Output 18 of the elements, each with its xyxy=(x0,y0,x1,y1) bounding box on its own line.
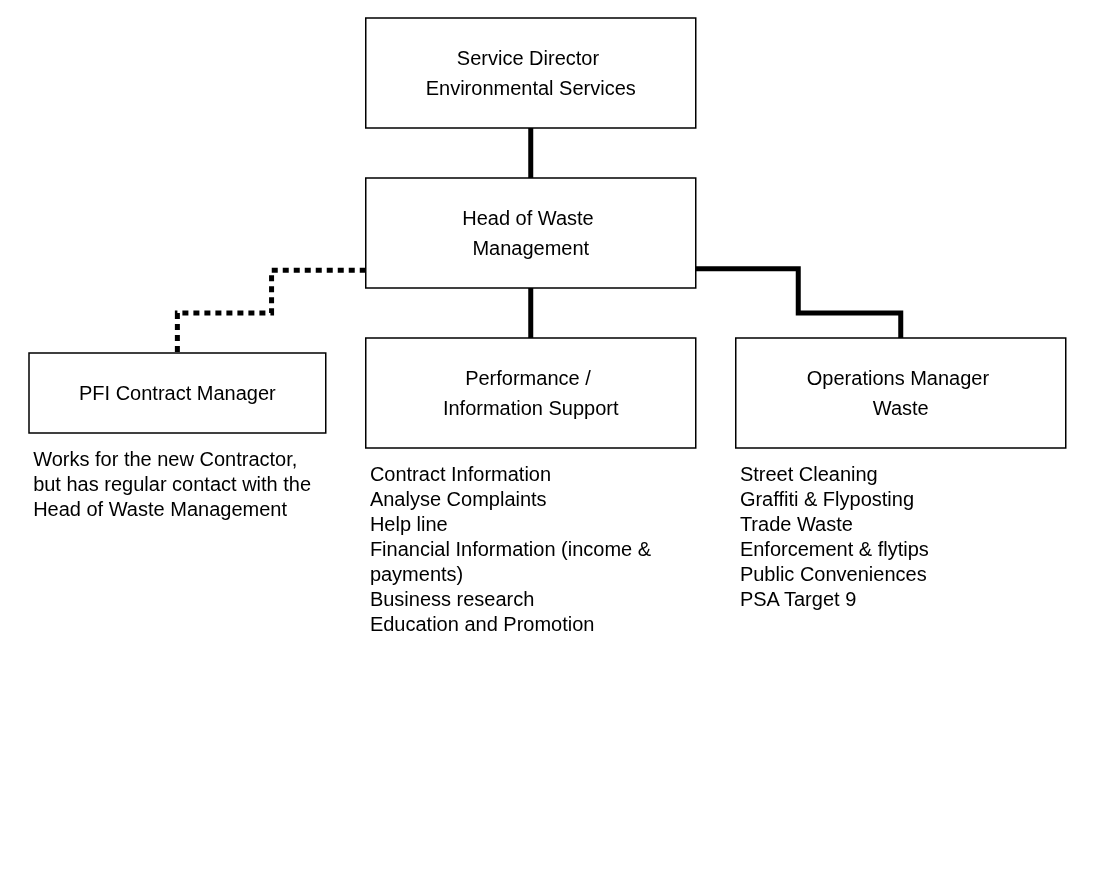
node-box: Head of Waste Management xyxy=(365,177,697,289)
note-text: Financial Information (income & payments) xyxy=(369,537,653,587)
node-box: Performance / Information Support xyxy=(365,337,697,449)
note-text: Enforcement & flytips xyxy=(739,537,930,562)
note-text: Graffiti & Flyposting xyxy=(739,487,915,512)
note-text: Education and Promotion xyxy=(369,612,596,637)
node-box: Operations Manager Waste xyxy=(735,337,1067,449)
node-box: Service Director Environmental Services xyxy=(365,17,697,129)
node-box: PFI Contract Manager xyxy=(28,352,327,434)
note-text: PSA Target 9 xyxy=(739,587,858,612)
note-text: Street Cleaning xyxy=(739,462,879,487)
note-text: Trade Waste xyxy=(739,512,854,537)
note-text: Works for the new Contractor, but has regular contact with the Head of Waste Management xyxy=(33,447,313,522)
note-text: Business research xyxy=(369,587,536,612)
note-text: Contract Information xyxy=(369,462,553,487)
note-text: Help line xyxy=(369,512,449,537)
note-text: Analyse Complaints xyxy=(369,487,548,512)
note-text: Public Conveniences xyxy=(739,562,928,587)
